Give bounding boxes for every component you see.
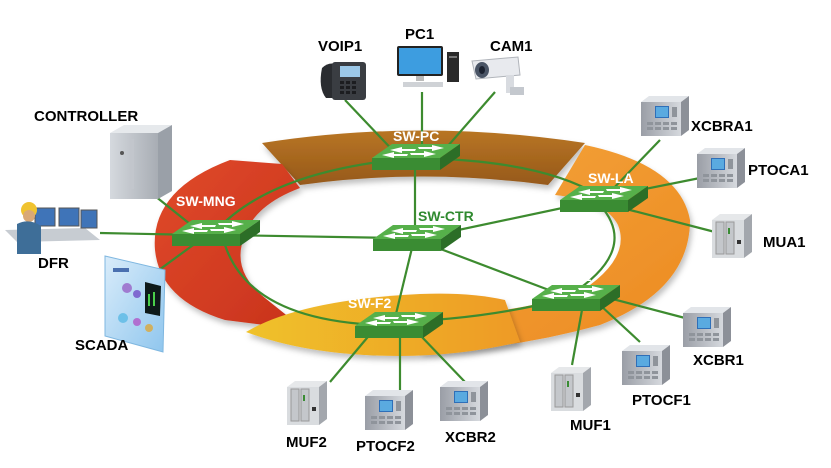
- ied-ptoca1-icon[interactable]: [697, 148, 745, 188]
- link-muf1: [570, 309, 584, 366]
- voip-phone-icon[interactable]: [320, 62, 366, 100]
- merging-unit-mua1-icon[interactable]: [711, 213, 753, 259]
- device-label-xcbr2: XCBR2: [445, 429, 496, 446]
- device-label-voip1: VOIP1: [318, 38, 362, 55]
- ied-ptocf1-icon[interactable]: [622, 345, 670, 385]
- merging-unit-muf1-icon[interactable]: [550, 366, 592, 412]
- device-label-pc1: PC1: [405, 26, 434, 43]
- scada-screen-icon[interactable]: [104, 255, 166, 353]
- security-camera-icon[interactable]: [471, 56, 524, 95]
- ied-xcbr2-icon[interactable]: [440, 381, 488, 421]
- server-icon[interactable]: [110, 125, 172, 199]
- device-label-muf1: MUF1: [570, 417, 611, 434]
- operator-workstation-icon[interactable]: [5, 202, 100, 254]
- link-muf2: [329, 331, 373, 383]
- link-f2-mng: [223, 244, 381, 327]
- device-label-controller: CONTROLLER: [34, 108, 138, 125]
- device-label-scada: SCADA: [75, 337, 129, 354]
- device-label-xcbra1: XCBRA1: [691, 118, 753, 135]
- link-ctr-f2: [393, 247, 414, 319]
- switch-label-sw-f1: SW-F1: [548, 268, 591, 284]
- device-label-dfr: DFR: [38, 255, 69, 272]
- device-label-ptocf2: PTOCF2: [356, 438, 415, 455]
- ied-xcbra1-icon[interactable]: [641, 96, 689, 136]
- switch-label-sw-mng: SW-MNG: [176, 193, 236, 209]
- device-label-ptoca1: PTOCA1: [748, 162, 809, 179]
- link-xcbr2: [419, 334, 466, 383]
- device-label-cam1: CAM1: [490, 38, 533, 55]
- link-ptocf1: [599, 304, 641, 343]
- desktop-pc-icon[interactable]: [397, 46, 459, 87]
- device-label-mua1: MUA1: [763, 234, 806, 251]
- merging-unit-muf2-icon[interactable]: [286, 380, 328, 426]
- ied-ptocf2-icon[interactable]: [365, 390, 413, 430]
- device-label-xcbr1: XCBR1: [693, 352, 744, 369]
- device-label-ptocf1: PTOCF1: [632, 392, 691, 409]
- link-mua1: [629, 208, 716, 234]
- switch-label-sw-la: SW-LA: [588, 170, 634, 186]
- ied-xcbr1-icon[interactable]: [683, 307, 731, 347]
- switch-sw-ctr[interactable]: [373, 225, 461, 251]
- switch-label-sw-pc: SW-PC: [393, 128, 439, 144]
- link-xcbr1: [604, 295, 686, 320]
- switch-label-sw-f2: SW-F2: [348, 295, 391, 311]
- device-label-muf2: MUF2: [286, 434, 327, 451]
- switch-label-sw-ctr: SW-CTR: [418, 208, 474, 224]
- link-xcbra1: [609, 139, 661, 193]
